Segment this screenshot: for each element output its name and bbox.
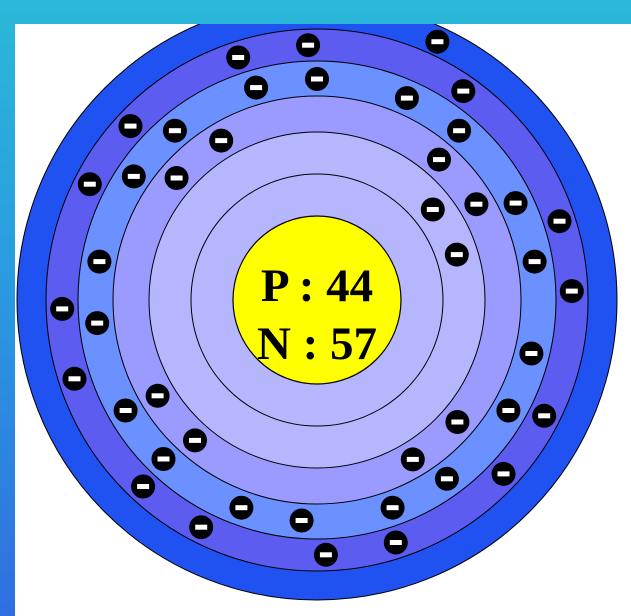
electron-minus-sign bbox=[169, 128, 181, 133]
electron bbox=[146, 384, 170, 408]
electron bbox=[560, 279, 584, 303]
electron bbox=[447, 119, 471, 143]
electron bbox=[464, 192, 488, 216]
electron bbox=[427, 148, 451, 172]
electron-minus-sign bbox=[69, 376, 81, 381]
electron-minus-sign bbox=[387, 505, 399, 510]
electron bbox=[189, 515, 213, 539]
atom-diagram: P : 44 N : 57 bbox=[15, 24, 631, 616]
electron bbox=[395, 86, 419, 110]
electron bbox=[445, 410, 469, 434]
electron bbox=[421, 198, 445, 222]
electron-minus-sign bbox=[235, 505, 247, 510]
electron-minus-sign bbox=[195, 525, 207, 530]
electron-minus-sign bbox=[320, 552, 332, 557]
electron-minus-sign bbox=[56, 306, 68, 311]
electron-minus-sign bbox=[128, 174, 140, 179]
electron-minus-sign bbox=[152, 393, 164, 398]
electron-minus-sign bbox=[137, 484, 149, 489]
electron-minus-sign bbox=[296, 518, 308, 523]
electron bbox=[435, 467, 459, 491]
electron-minus-sign bbox=[84, 182, 96, 187]
electron-minus-sign bbox=[311, 77, 323, 82]
electron-minus-sign bbox=[158, 457, 170, 462]
electron-minus-sign bbox=[232, 55, 244, 60]
electron bbox=[209, 129, 233, 153]
electron bbox=[244, 76, 268, 100]
electron bbox=[496, 399, 520, 423]
electron bbox=[548, 209, 572, 233]
electron bbox=[445, 243, 469, 267]
electron bbox=[165, 166, 189, 190]
electron bbox=[532, 404, 556, 428]
electron-minus-sign bbox=[453, 128, 465, 133]
electron bbox=[85, 311, 109, 335]
electron-minus-sign bbox=[470, 202, 482, 207]
electron bbox=[290, 509, 314, 533]
neutron-count-label: N : 57 bbox=[257, 318, 377, 370]
electron bbox=[131, 475, 155, 499]
electron-minus-sign bbox=[441, 476, 453, 481]
electron bbox=[78, 172, 102, 196]
proton-count-label: P : 44 bbox=[261, 260, 373, 312]
electron-minus-sign bbox=[566, 289, 578, 294]
electron-minus-sign bbox=[525, 351, 537, 356]
electron-minus-sign bbox=[171, 176, 183, 181]
electron bbox=[492, 462, 516, 486]
electron-minus-sign bbox=[120, 408, 132, 413]
electron-minus-sign bbox=[502, 408, 514, 413]
electron bbox=[229, 496, 253, 520]
electron bbox=[152, 447, 176, 471]
electron bbox=[523, 250, 547, 274]
electron bbox=[296, 33, 320, 57]
electron-minus-sign bbox=[554, 219, 566, 224]
electron bbox=[305, 67, 329, 91]
electron bbox=[314, 543, 338, 567]
electron bbox=[163, 119, 187, 143]
electron-minus-sign bbox=[125, 124, 137, 129]
electron bbox=[384, 531, 408, 555]
electron-minus-sign bbox=[250, 85, 262, 90]
electron-minus-sign bbox=[451, 420, 463, 425]
electron-minus-sign bbox=[431, 39, 443, 44]
electron bbox=[226, 46, 250, 70]
bohr-model-stage: P : 44 N : 57 bbox=[15, 24, 631, 616]
electron-minus-sign bbox=[529, 259, 541, 264]
electron-minus-sign bbox=[407, 457, 419, 462]
electron bbox=[63, 367, 87, 391]
electron-minus-sign bbox=[93, 259, 105, 264]
electron bbox=[451, 79, 475, 103]
electron bbox=[504, 191, 528, 215]
electron bbox=[114, 399, 138, 423]
electron-minus-sign bbox=[189, 438, 201, 443]
electron bbox=[519, 342, 543, 366]
electron-minus-sign bbox=[427, 207, 439, 212]
electron bbox=[183, 428, 207, 452]
electron-minus-sign bbox=[215, 138, 227, 143]
electron-minus-sign bbox=[510, 201, 522, 206]
electron bbox=[381, 496, 405, 520]
electron-minus-sign bbox=[498, 471, 510, 476]
electron-minus-sign bbox=[390, 540, 402, 545]
nucleus: P : 44 N : 57 bbox=[233, 216, 401, 384]
electron-minus-sign bbox=[401, 96, 413, 101]
electron bbox=[119, 114, 143, 138]
electron-minus-sign bbox=[451, 252, 463, 257]
electron bbox=[50, 297, 74, 321]
electron bbox=[87, 250, 111, 274]
electron bbox=[425, 30, 449, 54]
electron-minus-sign bbox=[91, 321, 103, 326]
electron-minus-sign bbox=[433, 157, 445, 162]
electron bbox=[401, 447, 425, 471]
electron-minus-sign bbox=[302, 43, 314, 48]
electron bbox=[122, 164, 146, 188]
electron-minus-sign bbox=[538, 413, 550, 418]
electron-minus-sign bbox=[457, 89, 469, 94]
